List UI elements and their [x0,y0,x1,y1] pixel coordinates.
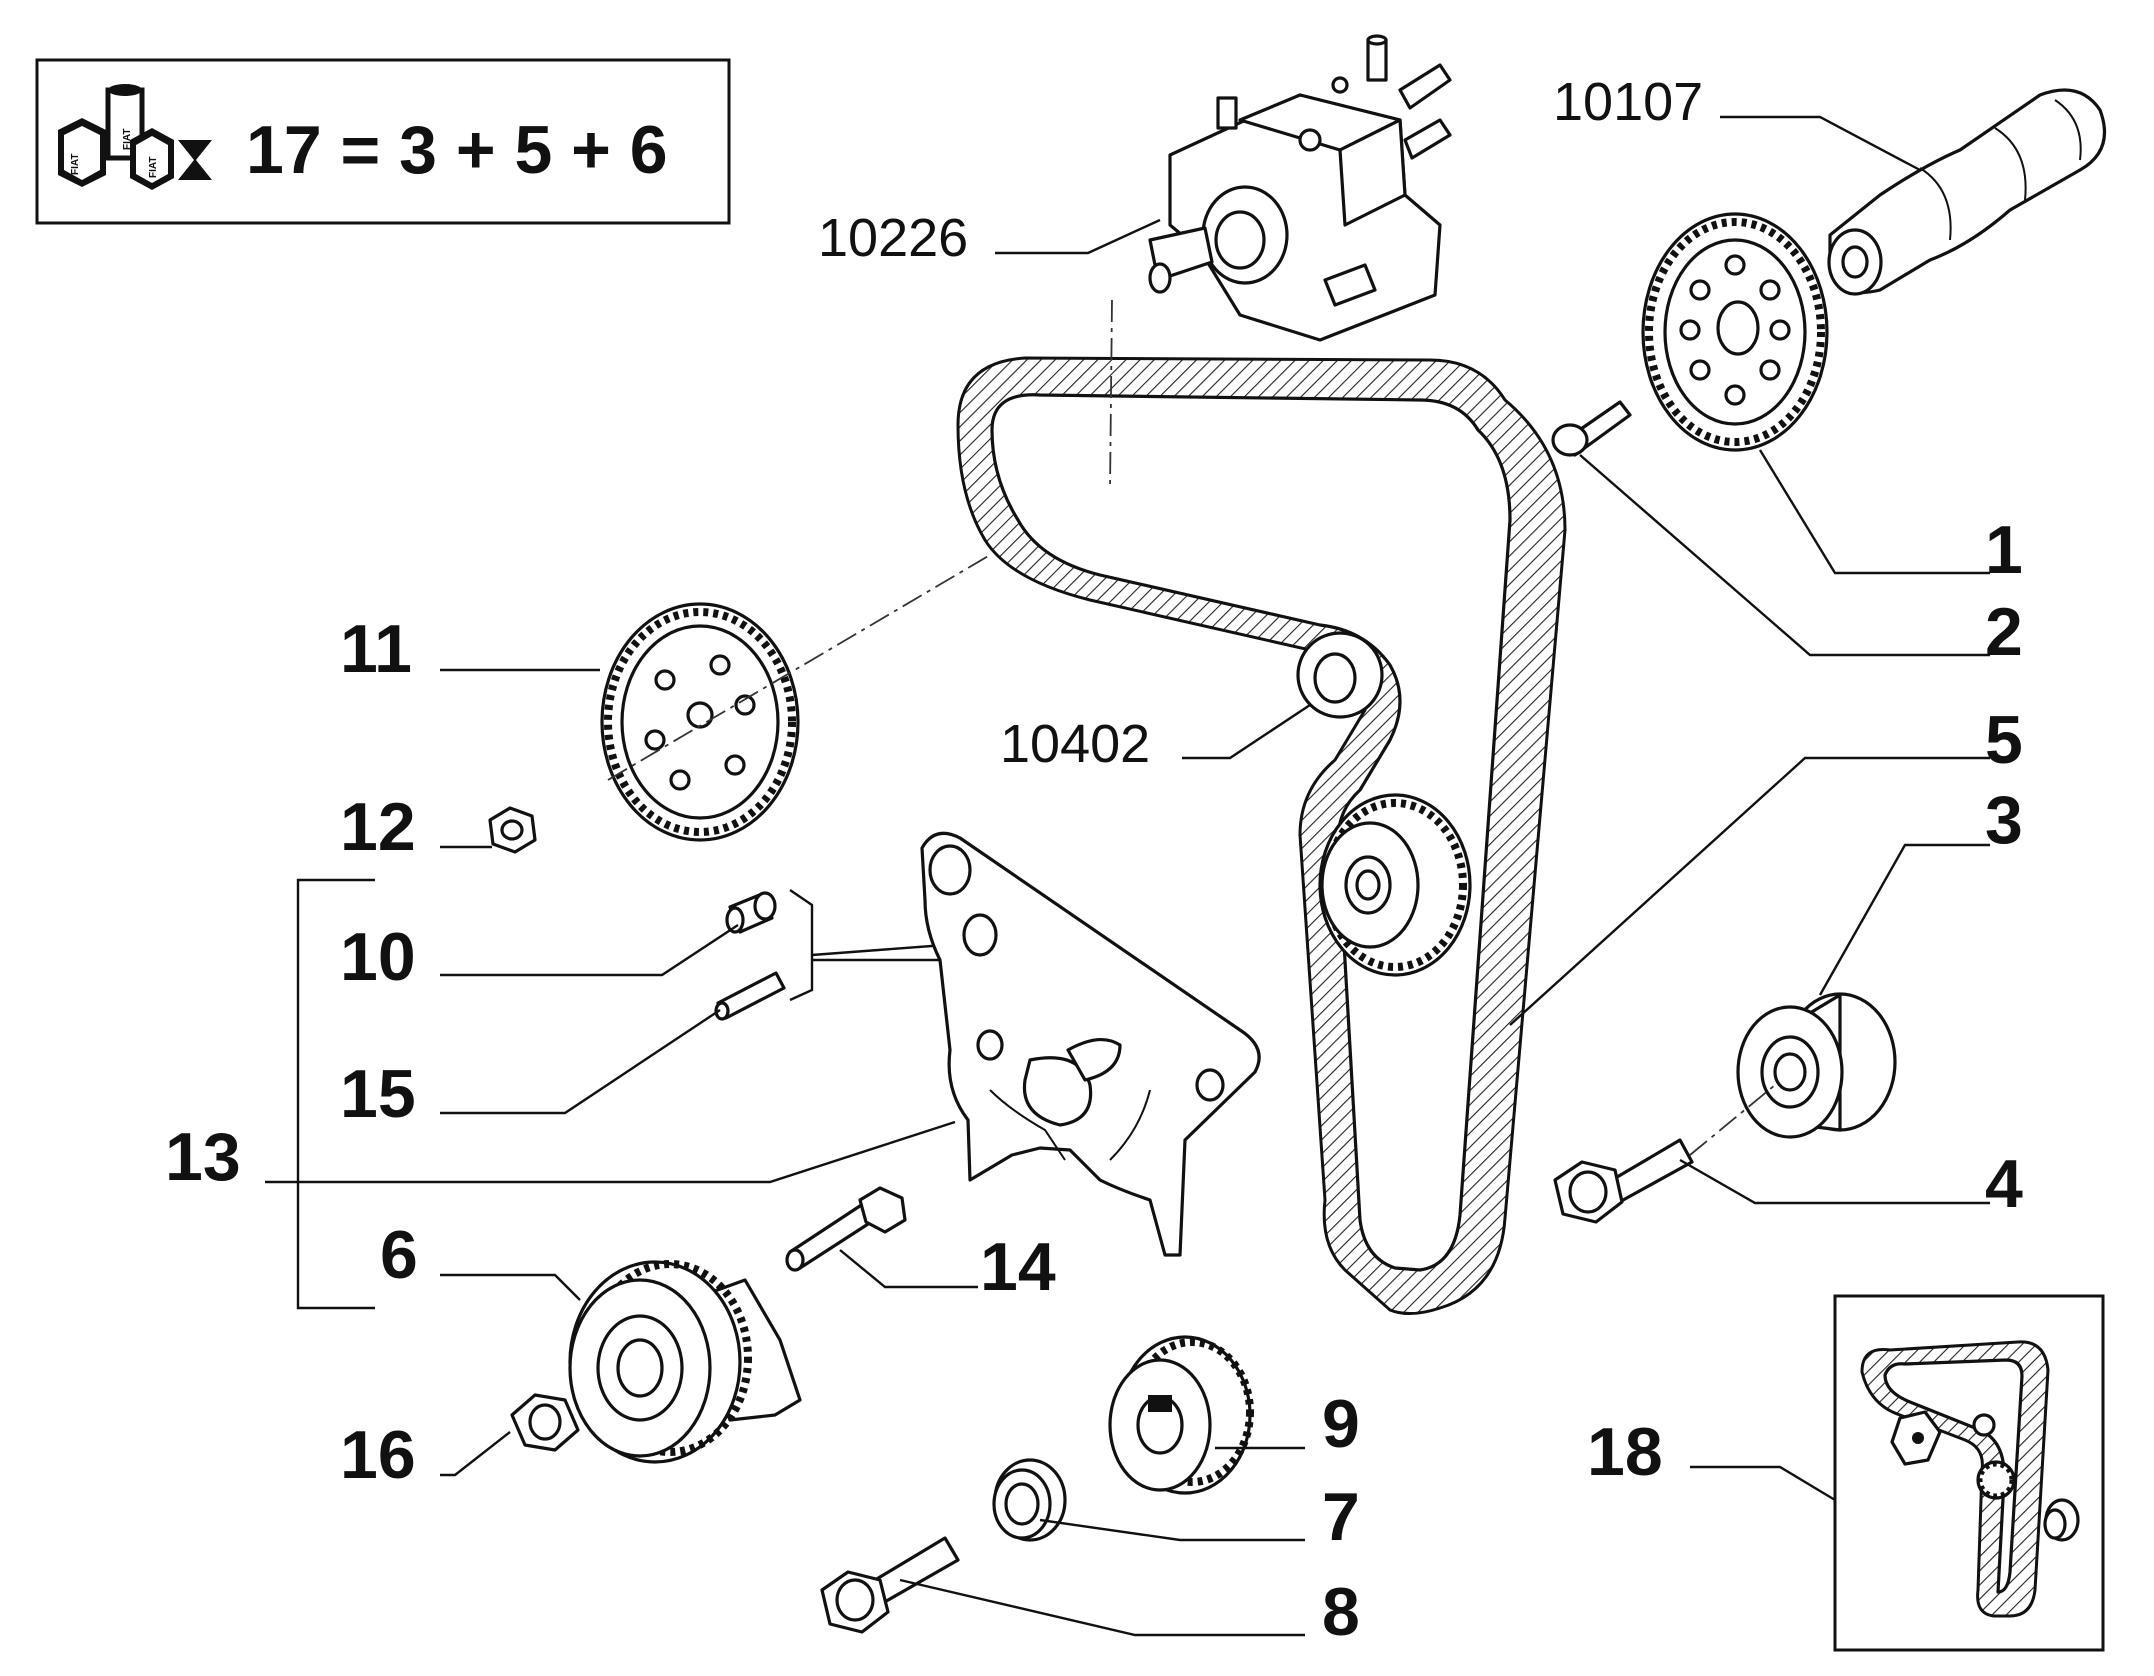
leader-1 [1758,449,1990,575]
inset-box [1833,1294,2105,1652]
camshaft-pulley [1641,212,1829,452]
kit-icon: FIAT FIAT FIAT [58,84,212,190]
kit-logo-mark-1: FIAT [70,154,81,175]
camshaft [1827,88,2107,296]
label-10: 10 [340,919,416,995]
leader-lines [265,115,1990,1637]
water-pump-pulley [1318,793,1472,977]
leader-10107 [1720,115,1921,172]
idler-pulley-10402 [1296,631,1384,719]
label-11: 11 [340,611,412,687]
leader-13 [265,1120,956,1184]
nut-12 [488,806,537,854]
label-15: 15 [340,1056,416,1132]
label-7: 7 [1322,1479,1360,1555]
label-16: 16 [340,1417,416,1493]
label-8: 8 [1322,1574,1360,1650]
kit-box: FIAT FIAT FIAT 17 = 3 + 5 + 6 [35,58,731,225]
label-4: 4 [1985,1146,2023,1222]
label-10107: 10107 [1553,72,1703,132]
kit-logo-mark-3: FIAT [148,157,159,178]
leader-2 [1579,454,1990,657]
label-10402: 10402 [1000,714,1150,774]
label-10226: 10226 [818,208,968,268]
leader-6 [440,1273,581,1301]
stud-15 [714,971,786,1021]
label-5: 5 [1985,702,2023,778]
leader-10226 [995,218,1161,255]
bolt-14 [785,1186,907,1272]
injection-pump [1109,34,1452,491]
leader-7 [1039,1518,1305,1542]
leader-5 [1509,756,1990,1026]
label-13: 13 [165,1119,241,1195]
leader-18 [1690,1465,1836,1502]
bolt-2 [1551,400,1632,457]
idler-axis-line [1689,1084,1776,1156]
leader-13-bracket [296,878,375,1310]
label-9: 9 [1322,1386,1360,1462]
bolt-4 [1553,1138,1694,1224]
label-2: 2 [1985,594,2023,670]
label-14: 14 [980,1229,1056,1305]
label-18: 18 [1587,1414,1663,1490]
leader-4 [1679,1158,1990,1205]
crank-pulley-9 [1108,1335,1254,1495]
leader-10 [440,923,739,977]
tensioner-bracket [920,831,1261,1257]
pump-pulley-11 [600,554,991,842]
label-6: 6 [380,1217,418,1293]
leader-15 [440,1009,721,1115]
bracket-marker [789,889,946,1002]
leader-8 [899,1578,1305,1637]
part-labels: 1 2 5 3 4 9 7 8 18 11 12 10 15 13 6 14 1… [165,72,2023,1650]
leader-10402 [1182,703,1311,760]
kit-formula: 17 = 3 + 5 + 6 [246,112,668,188]
label-12: 12 [340,789,416,865]
label-1: 1 [1985,512,2023,588]
spacer-7 [992,1458,1067,1542]
leader-3 [1818,843,1990,996]
label-3: 3 [1985,782,2023,858]
leader-16 [440,1431,511,1477]
idler-pulley-3 [1689,992,1897,1156]
kit-logo-mark-2: FIAT [122,129,133,150]
tensioner-pulley-6 [568,1260,802,1464]
bolt-8 [820,1536,960,1634]
timing-belt [956,356,1567,1315]
pump-axis-line [1109,299,1113,491]
bushing-10 [725,891,777,934]
nut-16 [510,1393,580,1452]
pump-pulley-axis [607,554,991,781]
leader-14 [839,1249,978,1289]
